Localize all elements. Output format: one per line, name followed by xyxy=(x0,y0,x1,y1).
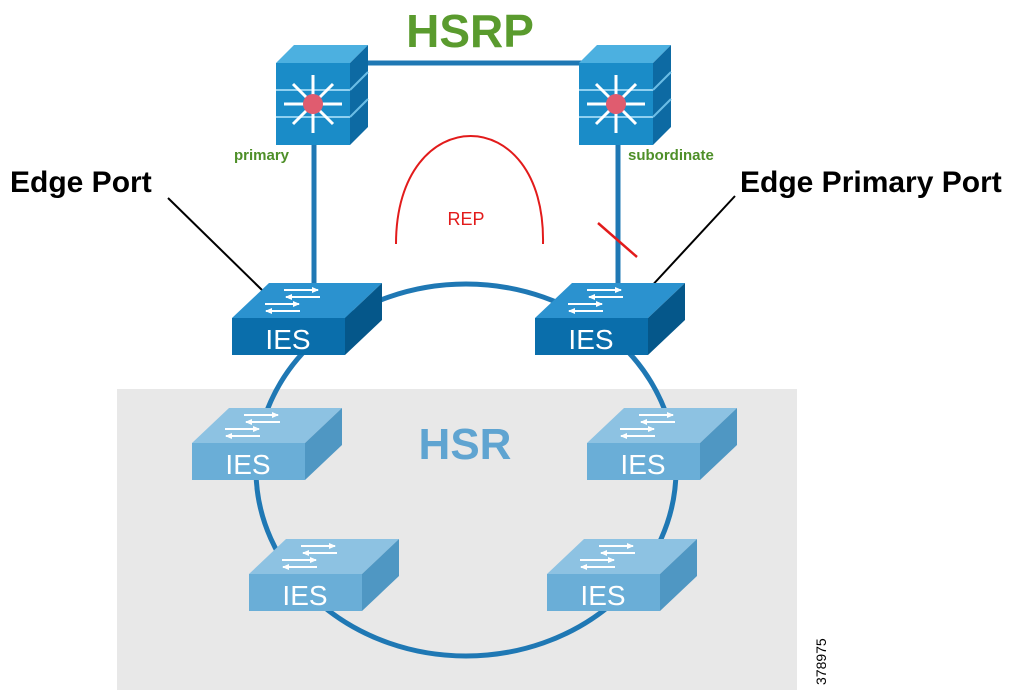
hsr-label: HSR xyxy=(419,420,512,469)
subordinate-label: subordinate xyxy=(628,147,714,164)
switch-label: IES xyxy=(282,580,327,611)
switch-label: IES xyxy=(225,449,270,480)
switch-mid-right: IES xyxy=(535,283,685,355)
hsrp-title: HSRP xyxy=(406,5,534,57)
blocked-port-mark xyxy=(597,222,638,258)
switch-label: IES xyxy=(620,449,665,480)
edge-port-pointer xyxy=(167,197,263,291)
router-subordinate xyxy=(579,45,672,145)
ethernet-switch-icon xyxy=(192,408,342,480)
switch-hsr-lower-right: IES xyxy=(547,539,697,611)
rep-label: REP xyxy=(447,209,484,229)
ethernet-switch-icon xyxy=(232,283,382,355)
ethernet-switch-icon xyxy=(587,408,737,480)
switch-label: IES xyxy=(580,580,625,611)
edge-port-label: Edge Port xyxy=(10,166,152,199)
switch-hsr-lower-left: IES xyxy=(249,539,399,611)
edge-primary-port-label: Edge Primary Port xyxy=(740,166,1002,199)
layer3-switch-icon xyxy=(276,45,369,145)
switch-label: IES xyxy=(568,324,613,355)
switch-hsr-upper-left: IES xyxy=(192,408,342,480)
figure-id: 378975 xyxy=(813,638,829,685)
edge-primary-port-pointer xyxy=(647,195,736,291)
switch-label: IES xyxy=(265,324,310,355)
rep-arc xyxy=(395,135,545,245)
ethernet-switch-icon xyxy=(249,539,399,611)
layer3-switch-icon xyxy=(579,45,672,145)
router-primary xyxy=(276,45,369,145)
ethernet-switch-icon xyxy=(547,539,697,611)
switch-hsr-upper-right: IES xyxy=(587,408,737,480)
ethernet-switch-icon xyxy=(535,283,685,355)
primary-label: primary xyxy=(234,147,290,164)
switch-mid-left: IES xyxy=(232,283,382,355)
